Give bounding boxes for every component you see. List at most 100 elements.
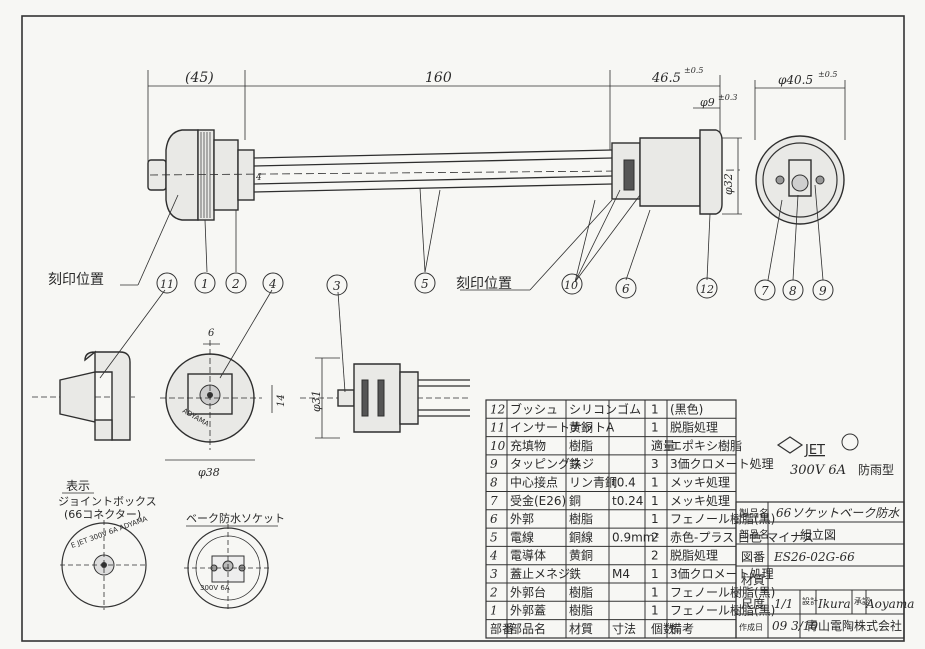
socket-ring-marking: 300V 6A — [200, 584, 230, 592]
parts-table-cell-qty: 1 — [651, 585, 659, 599]
parts-table-cell-name: 受金(E26) — [510, 493, 566, 508]
svg-text:5: 5 — [421, 277, 429, 291]
parts-table-header-name: 部品名 — [510, 621, 546, 636]
parts-table-cell-name: 蓋止メネジ — [510, 567, 570, 581]
drawing-date: 09 3/10 — [772, 619, 818, 633]
marking-views: 表示 ジョイントボックス (66コネクター) ベーク防水ソケット E JET 3… — [58, 479, 285, 612]
parts-table-cell-qty: 1 — [651, 604, 659, 618]
parts-table-cell-qty: 1 — [651, 476, 659, 490]
parts-table-cell-no: 11 — [490, 421, 505, 435]
parts-table-cell-name: 電導体 — [510, 549, 546, 563]
parts-table-cell-note: 赤色-プラス 白色-マイナス — [670, 529, 814, 544]
parts-table-cell-material: 銅 — [569, 494, 581, 508]
dim-phi9: φ9 — [700, 96, 715, 109]
dim-46-5-tol: ±0.5 — [684, 66, 703, 75]
balloon-1: 1 — [194, 272, 216, 294]
parts-table-cell-material: 鉄 — [569, 566, 581, 581]
parts-table-cell-qty: 2 — [651, 530, 659, 544]
parts-table-header-note: 備考 — [670, 621, 694, 636]
balloon-5: 5 — [414, 272, 436, 294]
scale-value: 1/1 — [774, 597, 793, 611]
parts-table-cell-no: 3 — [490, 567, 498, 581]
parts-table-cell-name: 外郭蓋 — [510, 604, 546, 618]
parts-table-cell-material: 鉄 — [569, 456, 581, 471]
svg-text:12: 12 — [700, 283, 714, 296]
revised-label: 作成日 — [739, 622, 763, 632]
dim-phi32: φ32 — [722, 173, 735, 195]
svg-text:11: 11 — [160, 278, 174, 291]
checker-sign: Aoyama — [865, 597, 914, 611]
dim-4: 4 — [255, 173, 262, 183]
parts-table-cell-material: 樹脂 — [569, 603, 593, 618]
drawing-no-label: 図番 — [741, 550, 765, 564]
parts-table-header-size: 寸法 — [612, 622, 636, 636]
balloon-3: 3 — [326, 274, 348, 296]
parts-table-cell-material: 黄銅 — [569, 421, 593, 435]
parts-table-cell-no: 10 — [490, 439, 506, 453]
drawn-label: 設計 — [802, 596, 818, 606]
parts-table-cell-name: 外郭台 — [510, 584, 546, 599]
parts-table-cell-name: 電線 — [510, 529, 534, 544]
drawing-border — [21, 15, 905, 642]
parts-table-cell-material: 樹脂 — [569, 438, 593, 453]
parts-table-cell-name: タッピングネジ — [510, 457, 594, 471]
dim-14: 14 — [276, 394, 287, 407]
svg-text:2: 2 — [231, 277, 240, 291]
dim-phi40-5: φ40.5 — [778, 73, 813, 87]
balloon-12: 12 — [696, 277, 718, 299]
joint-box-end-view: ADYAMA 6 14 φ38 — [160, 289, 287, 479]
svg-text:9: 9 — [819, 284, 827, 298]
parts-table-cell-qty: 1 — [651, 421, 659, 435]
svg-text:6: 6 — [622, 282, 630, 296]
parts-table-cell-size: 0.9mm² — [612, 530, 659, 544]
parts-table-cell-note: メッキ処理 — [670, 494, 730, 508]
title-block: 製品名 66ソケットベーク防水 部品名 組立図 図番 ES26-02G-66 材… — [735, 501, 914, 639]
jet-mark: JET — [804, 443, 825, 458]
balloon-4: 4 — [262, 272, 284, 294]
parts-table-cell-note: 3価クロメート処理 — [670, 567, 774, 581]
balloon-2: 2 — [225, 272, 247, 294]
dim-phi38: φ38 — [198, 466, 220, 479]
parts-table-cell-size: t0.4 — [612, 476, 636, 490]
dim-phi9-tol: ±0.3 — [718, 93, 737, 102]
display-title: 表示 — [66, 479, 90, 493]
parts-table-cell-no: 8 — [490, 476, 498, 490]
balloon-11: 11 — [156, 272, 178, 294]
type-text: 防雨型 — [858, 462, 894, 477]
parts-table-cell-name: ブッシュ — [510, 401, 558, 416]
product-name: 66ソケットベーク防水 — [776, 506, 900, 520]
balloon-8: 8 — [782, 279, 804, 301]
svg-text:10: 10 — [564, 279, 578, 292]
parts-table-cell-note: フェノール樹脂(黒) — [670, 584, 775, 599]
parts-table-cell-no: 4 — [489, 549, 498, 563]
parts-table-cell-material: 黄銅 — [569, 549, 593, 563]
parts-table-cell-name: インサートナットA — [510, 421, 615, 435]
parts-table-cell-note: 脱脂処理 — [670, 548, 718, 563]
balloon-6: 6 — [615, 277, 637, 299]
scale-label: 尺度 — [741, 596, 765, 611]
parts-table-cell-size: t0.24 — [612, 494, 643, 508]
certification-mark: JET 300V 6A 防雨型 — [776, 433, 894, 478]
parts-table-cell-no: 1 — [490, 604, 498, 618]
parts-table-cell-no: 12 — [490, 402, 505, 416]
parts-table-cell-no: 9 — [490, 457, 498, 471]
parts-table-cell-size: M4 — [612, 567, 630, 581]
socket-front-view: φ40.5 ±0.5 — [754, 70, 846, 281]
parts-table-cell-name: 充填物 — [510, 438, 546, 453]
part-label: 部品名 — [739, 528, 769, 541]
parts-table-cell-material: リン青銅 — [569, 476, 617, 490]
parts-table-cell-material: 樹脂 — [569, 584, 593, 599]
parts-table-cell-note: 3価クロメート処理 — [670, 457, 774, 471]
parts-table-cell-no: 6 — [490, 512, 498, 526]
parts-table-cell-material: 銅線 — [569, 529, 593, 544]
parts-table-cell-note: エポキシ樹脂 — [670, 438, 742, 453]
drawing-number: ES26-02G-66 — [773, 550, 855, 564]
socket-title: ベーク防水ソケット — [186, 511, 285, 525]
dim-phi40-5-tol: ±0.5 — [818, 70, 837, 79]
parts-table-cell-no: 5 — [490, 530, 498, 544]
dim-phi31: φ31 — [310, 390, 323, 412]
part-name: 組立図 — [800, 527, 836, 542]
dim-45: (45) — [185, 70, 214, 86]
parts-table-cell-no: 7 — [490, 494, 498, 508]
